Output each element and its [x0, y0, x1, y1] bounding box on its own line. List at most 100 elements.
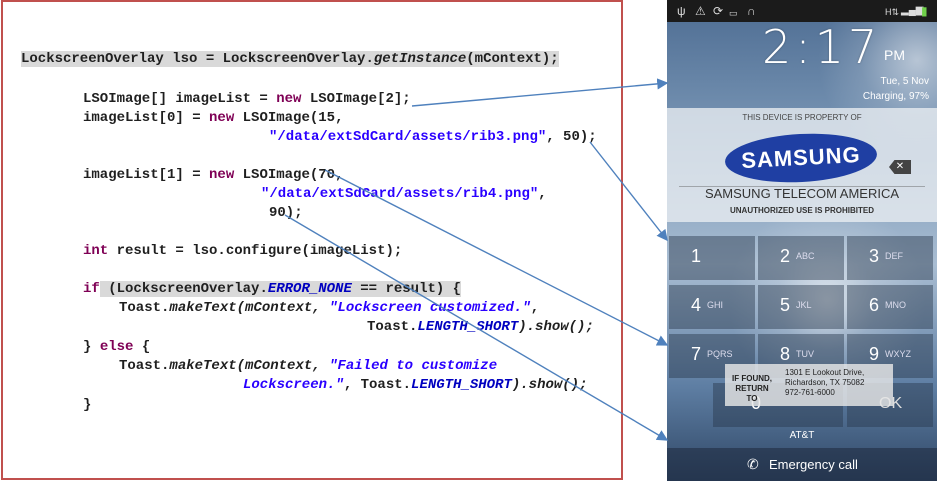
- if-found-label: IF FOUND, RETURN TO: [732, 374, 772, 403]
- key-letters: MNO: [885, 300, 906, 310]
- code-text: LSOImage[2];: [301, 91, 411, 107]
- code-line-image0: imageList[0] = new LSOImage(15,: [83, 109, 343, 127]
- code-constant: ERROR_NONE: [267, 281, 352, 297]
- code-text: {: [133, 339, 151, 355]
- code-constant: LENGTH_SHORT: [411, 377, 512, 393]
- sd-card-icon: ▭: [729, 8, 738, 18]
- code-line-toast-success: Toast.makeText(mContext, "Lockscreen cus…: [119, 299, 539, 317]
- code-line-if: if (LockscreenOverlay.ERROR_NONE == resu…: [83, 280, 462, 298]
- key-digit: 4: [691, 295, 702, 315]
- code-text: == result) {: [351, 281, 462, 297]
- code-text: (mContext,: [236, 300, 330, 316]
- keypad-key-5[interactable]: 5 JKL: [758, 285, 844, 329]
- headset-icon: ∩: [747, 4, 756, 18]
- code-text: (mContext);: [466, 51, 559, 67]
- code-text: 90);: [269, 205, 303, 221]
- code-string: "/data/extSdCard/assets/rib3.png": [269, 129, 547, 145]
- key-digit: 9: [869, 344, 880, 364]
- key-letters: JKL: [796, 300, 812, 310]
- code-line-image-list: LSOImage[] imageList = new LSOImage[2];: [83, 90, 411, 108]
- code-text: LSOImage[] imageList =: [83, 91, 277, 107]
- key-letters: TUV: [796, 349, 814, 359]
- sync-icon: ⟳: [713, 4, 724, 18]
- code-line-toast-fail-length: Lockscreen.", Toast.LENGTH_SHORT).show()…: [243, 376, 588, 394]
- code-text: }: [83, 339, 100, 355]
- address-line: 972-761-6000: [785, 388, 835, 397]
- code-line-close-brace: }: [83, 396, 91, 414]
- code-keyword: new: [209, 110, 235, 126]
- clock-ampm: PM: [884, 47, 905, 63]
- code-text: ,: [538, 186, 547, 202]
- code-line-else: } else {: [83, 338, 150, 356]
- emergency-call-button[interactable]: ✆ Emergency call: [667, 448, 937, 481]
- phone-icon: ✆: [747, 456, 759, 472]
- key-letters: WXYZ: [885, 349, 911, 359]
- code-keyword: int: [83, 243, 109, 259]
- key-digit: 6: [869, 295, 880, 315]
- backspace-icon[interactable]: ✕: [889, 160, 911, 174]
- address-line: Richardson, TX 75082: [785, 378, 865, 387]
- code-text: , 50);: [546, 129, 597, 145]
- signal-icon: ▂▄▆: [901, 5, 924, 16]
- code-keyword: new: [276, 91, 302, 107]
- unauthorized-notice: UNAUTHORIZED USE IS PROHIBITED: [729, 206, 874, 215]
- code-string: Lockscreen.": [243, 377, 344, 393]
- charging-status: Charging, 97%: [862, 91, 929, 102]
- company-name: SAMSUNG TELECOM AMERICA: [704, 186, 900, 201]
- code-text: ).show();: [511, 377, 588, 393]
- battery-icon: ▮: [921, 4, 928, 18]
- keypad-key-6[interactable]: 6 MNO: [847, 285, 933, 329]
- code-text: LockscreenOverlay lso = LockscreenOverla…: [21, 51, 374, 67]
- code-line-configure: int result = lso.configure(imageList);: [83, 242, 402, 260]
- ownership-overlay: THIS DEVICE IS PROPERTY OF SAMSUNG ✕ SAM…: [667, 108, 937, 222]
- code-text: Toast.: [119, 300, 170, 316]
- key-digit: 3: [869, 246, 880, 266]
- key-digit: 1: [691, 246, 702, 266]
- status-bar: ψ ⚠ ⟳ ▭ ∩ H⇅ ▂▄▆ ▮: [667, 0, 937, 22]
- code-method: getInstance: [373, 51, 467, 67]
- lockscreen-clock: 2:17: [762, 20, 882, 74]
- code-text: }: [83, 397, 92, 413]
- code-line-get-instance: LockscreenOverlay lso = LockscreenOverla…: [21, 50, 559, 68]
- code-method: makeText: [169, 358, 237, 374]
- code-line-toast-fail: Toast.makeText(mContext, "Failed to cust…: [119, 357, 497, 375]
- key-digit: 7: [691, 344, 702, 364]
- phone-lockscreen: ψ ⚠ ⟳ ▭ ∩ H⇅ ▂▄▆ ▮ 2:17 PM Tue, 5 Nov Ch…: [667, 0, 937, 481]
- code-string: "Lockscreen customized.": [329, 300, 531, 316]
- address-line: 1301 E Lookout Drive,: [785, 368, 865, 377]
- key-digit: 2: [780, 246, 791, 266]
- warning-icon: ⚠: [695, 4, 706, 18]
- code-panel: LockscreenOverlay lso = LockscreenOverla…: [1, 0, 623, 480]
- usb-icon: ψ: [677, 4, 686, 18]
- code-text: (LockscreenOverlay.: [99, 281, 268, 297]
- key-digit: 5: [780, 295, 791, 315]
- code-keyword: if: [83, 281, 100, 297]
- code-constant: LENGTH_SHORT: [417, 319, 519, 335]
- code-line-image1: imageList[1] = new LSOImage(70,: [83, 166, 343, 184]
- carrier-label: AT&T: [789, 430, 815, 441]
- return-info-box: IF FOUND, RETURN TO 1301 E Lookout Drive…: [725, 364, 893, 406]
- keypad-key-1[interactable]: 1: [669, 236, 755, 280]
- code-keyword: else: [99, 339, 134, 355]
- code-text: LSOImage(15,: [234, 110, 344, 126]
- pin-input-field[interactable]: [679, 144, 925, 187]
- code-text: LSOImage(70,: [234, 167, 344, 183]
- key-letters: ABC: [796, 251, 815, 261]
- code-line-image1-path: "/data/extSdCard/assets/rib4.png",: [261, 185, 547, 203]
- ownership-title: THIS DEVICE IS PROPERTY OF: [742, 113, 862, 122]
- code-text: ).show();: [518, 319, 594, 335]
- key-digit: 8: [780, 344, 791, 364]
- code-text: Toast.: [119, 358, 170, 374]
- keypad-key-4[interactable]: 4 GHI: [669, 285, 755, 329]
- return-address: 1301 E Lookout Drive, Richardson, TX 750…: [785, 368, 864, 398]
- code-text: (mContext,: [236, 358, 330, 374]
- key-letters: GHI: [707, 300, 724, 310]
- code-text: Toast.: [367, 319, 418, 335]
- code-text: imageList[1] =: [83, 167, 210, 183]
- keypad-key-2[interactable]: 2 ABC: [758, 236, 844, 280]
- code-text: result = lso.configure(imageList);: [108, 243, 403, 259]
- code-string: "Failed to customize: [329, 358, 498, 374]
- data-icon: H⇅: [885, 7, 900, 17]
- code-string: "/data/extSdCard/assets/rib4.png": [261, 186, 539, 202]
